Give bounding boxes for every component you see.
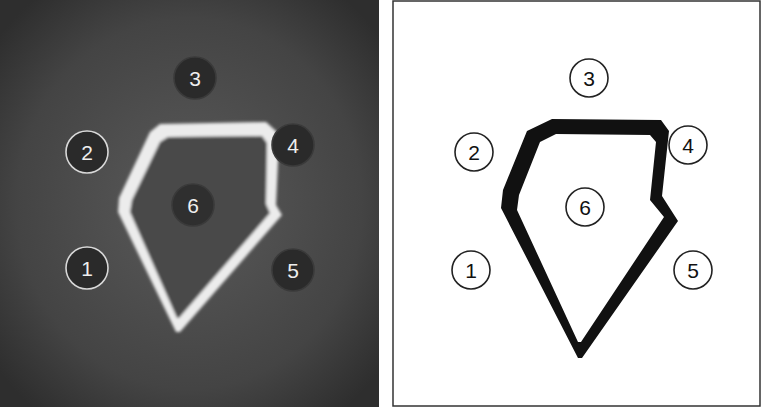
well-number: 5 [287,260,299,281]
well-circle: 3 [173,56,217,100]
well-circle: 1 [451,250,491,290]
well-number: 5 [687,260,699,281]
well-number: 3 [583,68,595,89]
photo-plate [0,0,379,407]
drawing-panel [393,1,760,406]
well-number: 4 [682,135,694,156]
well-shape [172,184,214,226]
well-number: 4 [287,135,299,156]
well-number: 1 [465,260,477,281]
well-number: 6 [187,195,199,216]
well-shape [674,251,712,289]
well-shape [570,59,608,97]
well-circle: 3 [569,58,609,98]
precipitin-band-photo [118,122,282,332]
well-shape [455,133,493,171]
well-shape [452,251,490,289]
well-circle: 4 [271,123,315,167]
well-number: 6 [579,197,591,218]
well-circle: 2 [454,132,494,172]
well-circle: 5 [271,248,315,292]
well-number: 2 [468,142,480,163]
well-number: 1 [81,258,93,279]
precipitin-band-drawing [501,119,678,358]
well-shape [66,131,108,173]
well-circle: 2 [65,130,109,174]
well-circle: 6 [171,183,215,227]
well-shape [669,126,707,164]
well-shape [272,249,314,291]
well-circle: 1 [65,246,109,290]
well-number: 2 [81,142,93,163]
well-shape [174,57,216,99]
well-shape [566,188,604,226]
well-shape [66,247,108,289]
well-number: 3 [189,68,201,89]
well-circle: 6 [565,187,605,227]
well-shape [272,124,314,166]
well-circle: 5 [673,250,713,290]
well-circle: 4 [668,125,708,165]
